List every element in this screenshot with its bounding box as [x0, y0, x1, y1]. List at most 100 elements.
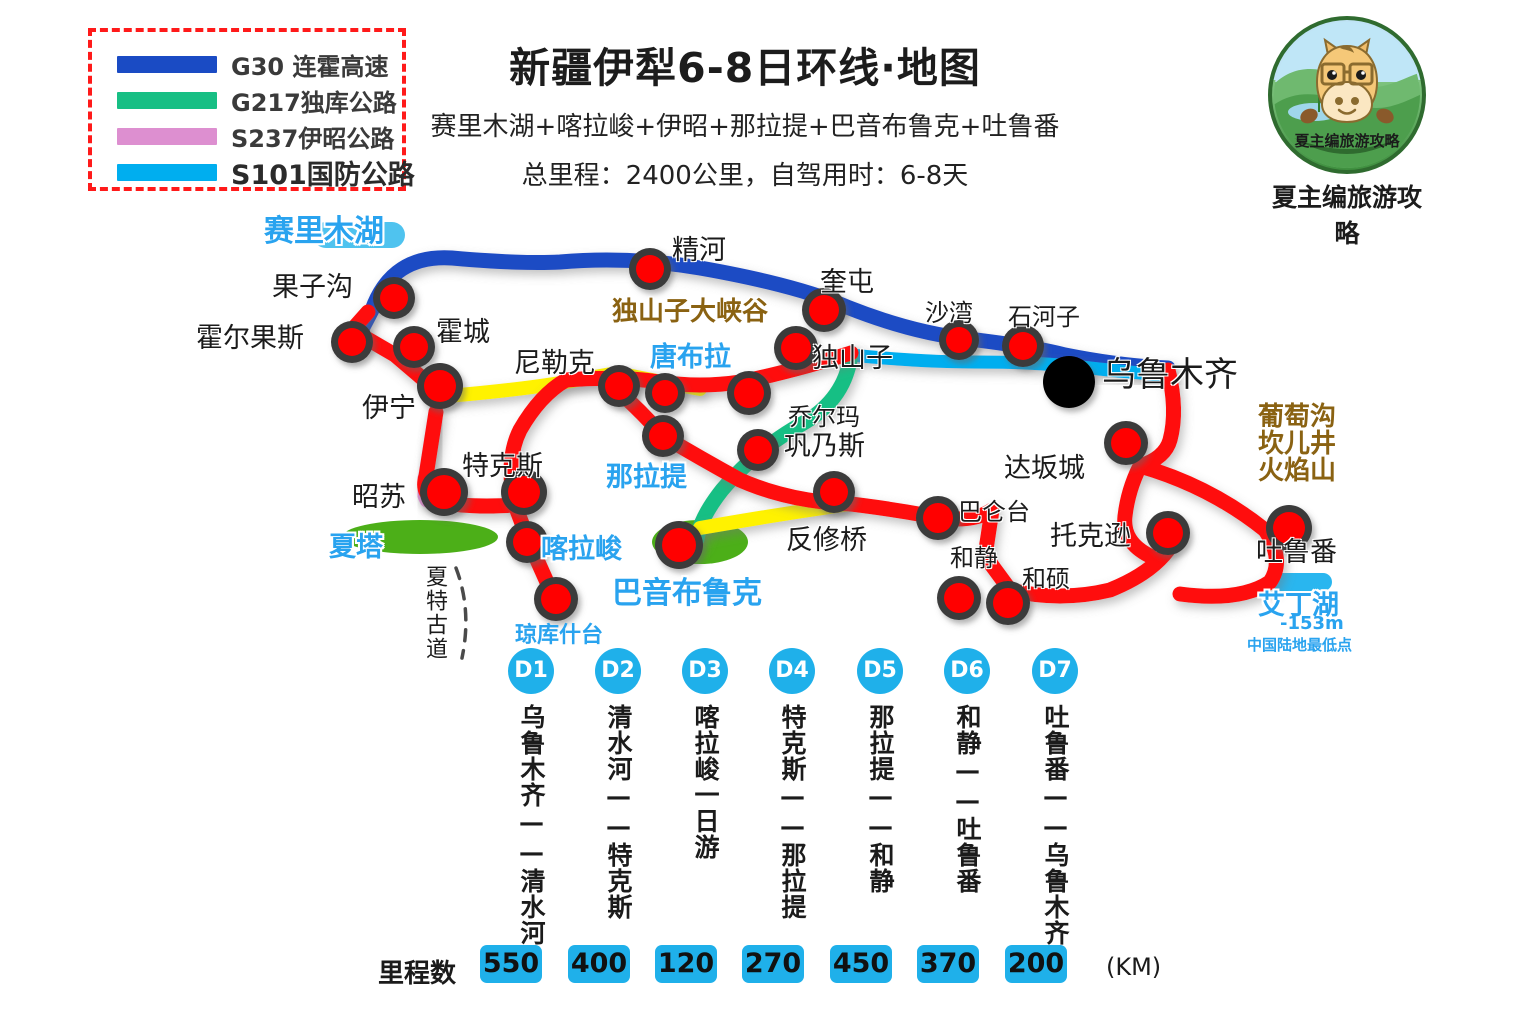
- map-label-dushanzi: 独山子: [812, 343, 893, 374]
- legend-label-s101: S101国防公路: [231, 159, 415, 191]
- map-label-fanxiuqiao: 反修桥: [786, 525, 867, 556]
- node-bayanbulak: [655, 521, 703, 569]
- day-column-d3: D3 喀拉峻一日游: [661, 648, 749, 865]
- map-label-bayanbulak: 巴音布鲁克: [612, 576, 762, 611]
- day-column-d1: D1 乌鲁木齐——清水河: [487, 648, 575, 951]
- node-huocheng: [393, 326, 435, 368]
- map-label-tangbula: 唐布拉: [650, 342, 731, 373]
- map-label-yining: 伊宁: [362, 393, 416, 424]
- legend-item-s101: S101国防公路: [117, 154, 415, 191]
- legend-item-s237: S237伊昭公路: [117, 118, 402, 154]
- node-nileke: [598, 365, 640, 407]
- map-label-tuokexun: 托克逊: [1050, 521, 1131, 552]
- day-route-d2: 清水河——特克斯: [604, 704, 633, 920]
- map-label-shihezi: 石河子: [1008, 303, 1080, 331]
- mileage-chip-d6: 370: [917, 945, 979, 983]
- legend-label-g30: G30 连霍高速: [231, 52, 389, 81]
- node-shihezi: [1002, 325, 1044, 367]
- map-label-baluntai: 巴仑台: [958, 498, 1030, 526]
- map-label-zhaosu: 昭苏: [352, 482, 406, 513]
- map-label-kuitun: 奎屯: [820, 267, 874, 298]
- node-turpan: [1266, 505, 1312, 551]
- map-label-nileke: 尼勒克: [514, 348, 595, 379]
- map-label-guozigou: 果子沟: [272, 272, 353, 303]
- route-map: [313, 222, 1332, 660]
- mileage-chip-d5: 450: [830, 945, 892, 983]
- legend-swatch-g217: [117, 91, 217, 109]
- page-subtitle-distance: 总里程：2400公里，自驾用时：6-8天: [521, 161, 969, 191]
- mileage-chip-d3: 120: [655, 945, 717, 983]
- map-label-tekesi: 特克斯: [462, 451, 543, 482]
- mileage-chip-d2: 400: [568, 945, 630, 983]
- node-fanxiuqiao: [813, 471, 855, 513]
- map-label-qiongkushitai: 琼库什台: [515, 623, 604, 648]
- map-label-huoyanshan: 火焰山: [1258, 456, 1337, 486]
- road-legend: G30 连霍高速 G217独库公路 S237伊昭公路 S101国防公路: [88, 28, 415, 191]
- title-block: 新疆伊犁6-8日环线·地图 赛里木湖+喀拉峻+伊昭+那拉提+巴音布鲁克+吐鲁番 …: [400, 34, 1090, 192]
- mileage-unit: (KM): [1106, 953, 1162, 981]
- mileage-label: 里程数: [378, 959, 457, 989]
- node-yining: [417, 363, 463, 409]
- node-tangbula: [645, 373, 685, 413]
- legend-swatch-s101: [117, 163, 217, 181]
- itinerary-days: D1 乌鲁木齐——清水河 D2 清水河——特克斯 D3 喀拉峻一日游 D4 特克…: [0, 648, 1528, 968]
- node-kalajun: [506, 521, 548, 563]
- mileage-row: 里程数 550 400 120 270 450 370 200 (KM): [0, 945, 1528, 991]
- legend-swatch-g30: [117, 55, 217, 73]
- map-label-qiaoerma: 乔尔玛: [788, 403, 860, 431]
- node-guozigou: [373, 277, 415, 319]
- xiata-ancient-trail: [454, 566, 468, 660]
- map-label-nalati: 那拉提: [606, 462, 687, 493]
- map-label-dabancheng: 达坂城: [1004, 453, 1085, 484]
- map-label-gongnaisi: 巩乃斯: [784, 431, 865, 462]
- day-badge-d7[interactable]: D7: [1032, 648, 1078, 694]
- node-zhaosu: [420, 468, 468, 516]
- node-qiaoerma: [727, 371, 771, 415]
- day-route-d1: 乌鲁木齐——清水河: [517, 704, 546, 946]
- logo-badge-text: 夏主编旅游攻略: [1293, 132, 1400, 150]
- day-column-d5: D5 那拉提——和静: [836, 648, 924, 899]
- map-label-dushanzi-canyon: 独山子大峡谷: [612, 297, 769, 327]
- day-badge-d4[interactable]: D4: [769, 648, 815, 694]
- map-label-huocheng: 霍城: [436, 317, 490, 348]
- node-gongnaisi: [737, 429, 779, 471]
- node-heshuo: [986, 581, 1030, 625]
- map-label-hejing: 和静: [950, 544, 998, 572]
- map-label-kalajun: 喀拉峻: [541, 534, 622, 565]
- day-route-d3: 喀拉峻一日游: [691, 704, 720, 860]
- day-column-d7: D7 吐鲁番——乌鲁木齐: [1011, 648, 1099, 951]
- node-baluntai: [916, 496, 960, 540]
- page-subtitle: 赛里木湖+喀拉峻+伊昭+那拉提+巴音布鲁克+吐鲁番: [430, 112, 1060, 142]
- day-route-d5: 那拉提——和静: [866, 704, 895, 894]
- legend-item-g30: G30 连霍高速: [117, 46, 402, 82]
- mascot-horse-icon: 夏主编旅游攻略: [1268, 16, 1426, 174]
- node-kuitun: [802, 288, 846, 332]
- day-badge-d1[interactable]: D1: [508, 648, 554, 694]
- map-label-xiata: 夏塔: [329, 532, 383, 563]
- sayram-lake-shape: [313, 222, 405, 248]
- day-column-d4: D4 特克斯——那拉提: [748, 648, 836, 925]
- day-column-d6: D6 和静——吐鲁番: [923, 648, 1011, 899]
- node-jinghe: [629, 248, 671, 290]
- node-dushanzi: [774, 326, 818, 370]
- map-label-aiding-lake: 艾丁湖: [1258, 590, 1339, 621]
- map-label-aiding-note: 中国陆地最低点: [1247, 636, 1353, 654]
- node-nalati: [642, 415, 684, 457]
- node-qiongkushitai: [534, 577, 578, 621]
- day-badge-d6[interactable]: D6: [944, 648, 990, 694]
- day-badge-d2[interactable]: D2: [595, 648, 641, 694]
- node-dabancheng: [1104, 421, 1148, 465]
- day-column-d2: D2 清水河——特克斯: [574, 648, 662, 925]
- map-label-shawan: 沙湾: [925, 299, 973, 327]
- brand-logo: 夏主编旅游攻略 夏主编旅游攻略: [1262, 16, 1432, 250]
- day-badge-d5[interactable]: D5: [857, 648, 903, 694]
- day-route-d7: 吐鲁番——乌鲁木齐: [1041, 704, 1070, 946]
- map-label-huoerguosi: 霍尔果斯: [196, 323, 304, 354]
- day-route-d4: 特克斯——那拉提: [778, 704, 807, 920]
- map-label-jinghe: 精河: [672, 235, 726, 266]
- logo-brand-name: 夏主编旅游攻略: [1271, 183, 1422, 248]
- day-badge-d3[interactable]: D3: [682, 648, 728, 694]
- node-hejing: [937, 576, 981, 620]
- xiata-grass-shape: [342, 520, 498, 554]
